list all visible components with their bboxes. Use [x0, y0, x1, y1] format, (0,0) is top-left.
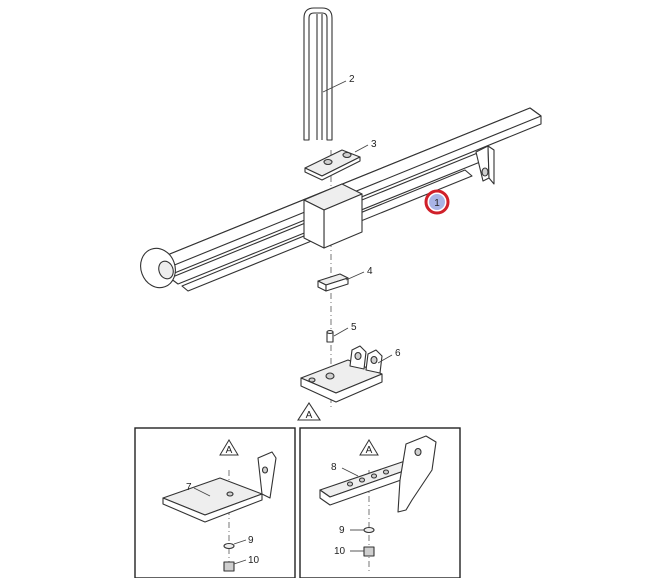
callout-9-right: 9 [339, 525, 345, 536]
leader-2 [322, 80, 347, 93]
view-arrow-main: A [296, 401, 322, 421]
washer-9-right[interactable] [363, 526, 375, 534]
callout-10-right: 10 [334, 546, 346, 557]
callout-1-highlighted[interactable]: 1 [424, 189, 450, 215]
u-bolt[interactable] [303, 7, 333, 141]
callout-6: 6 [395, 348, 401, 359]
leader-4 [345, 271, 365, 281]
bracket-part-8[interactable] [319, 435, 437, 513]
axle-bracket[interactable] [300, 345, 383, 403]
center-pin[interactable] [326, 329, 334, 343]
svg-text:A: A [306, 410, 313, 421]
leader-6 [377, 354, 393, 364]
leaf-spring[interactable] [135, 107, 542, 293]
washer-9-left[interactable] [223, 542, 235, 550]
nut-10-right[interactable] [363, 546, 375, 557]
callout-10-left: 10 [248, 555, 260, 566]
leader-8 [341, 467, 359, 477]
callout-4: 4 [367, 266, 373, 277]
callout-8: 8 [331, 462, 337, 473]
detail-panel-right: A 8 9 10 [299, 427, 461, 579]
callout-9-left: 9 [248, 535, 254, 546]
callout-5: 5 [351, 322, 357, 333]
callout-1: 1 [434, 198, 440, 209]
svg-text:A: A [226, 445, 233, 456]
clamp-plate[interactable] [304, 149, 361, 181]
view-arrow-right: A [359, 439, 379, 456]
nut-10-left[interactable] [223, 561, 235, 572]
callout-2: 2 [349, 74, 355, 85]
svg-text:A: A [366, 445, 373, 456]
leader-5 [333, 327, 349, 337]
callout-3: 3 [371, 139, 377, 150]
leader-3 [354, 144, 369, 153]
detail-panel-left: A 7 9 10 [134, 427, 296, 579]
leader-10-left [233, 559, 247, 565]
bracket-part-7[interactable] [162, 451, 277, 523]
callout-7: 7 [186, 482, 192, 493]
leader-7 [193, 487, 211, 497]
leader-9-left [233, 539, 247, 545]
spacer-block[interactable] [317, 273, 349, 292]
view-arrow-left: A [219, 439, 239, 456]
